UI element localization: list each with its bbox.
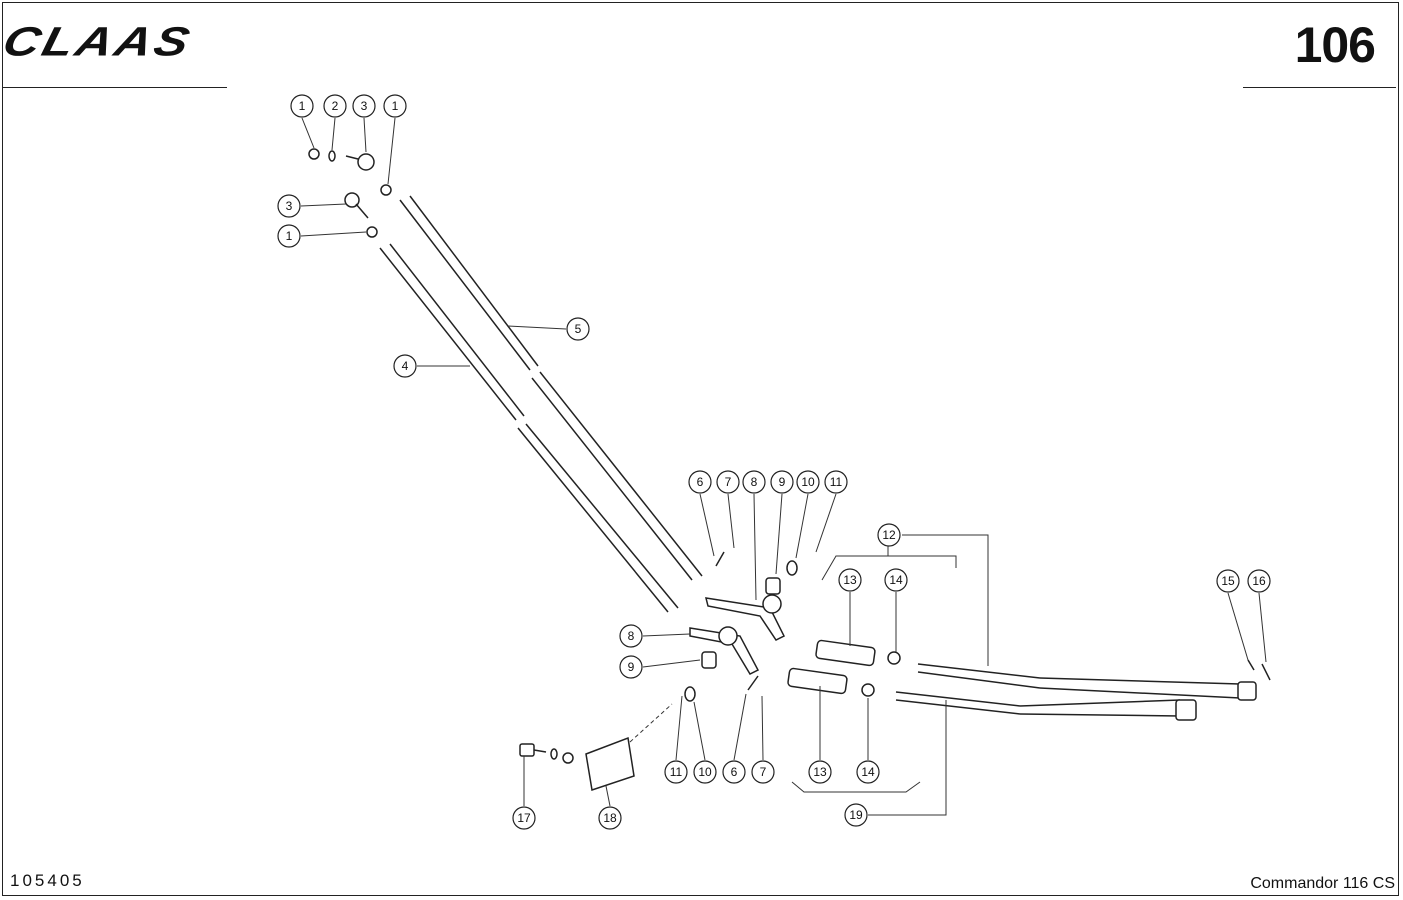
callout: 2	[323, 94, 347, 118]
svg-text:1: 1	[392, 99, 399, 113]
callout: 7	[716, 470, 740, 494]
callout: 12	[877, 523, 901, 547]
sleeve-part	[787, 667, 848, 695]
lever-bracket-part	[689, 626, 760, 675]
bushing-part	[701, 651, 717, 669]
callout: 1	[290, 94, 314, 118]
callout: 18	[598, 806, 622, 830]
tie-rod-lower	[895, 691, 1197, 721]
washer-part	[328, 150, 336, 162]
callout: 14	[884, 568, 908, 592]
svg-text:9: 9	[628, 660, 635, 674]
svg-text:2: 2	[332, 99, 339, 113]
callout: 7	[751, 760, 775, 784]
svg-text:14: 14	[861, 765, 875, 779]
callout: 19	[844, 803, 868, 827]
callout: 6	[722, 760, 746, 784]
svg-text:16: 16	[1252, 574, 1266, 588]
svg-text:7: 7	[725, 475, 732, 489]
svg-text:13: 13	[843, 573, 857, 587]
callout: 17	[512, 806, 536, 830]
callout: 8	[742, 470, 766, 494]
nut-part	[308, 148, 320, 160]
svg-text:13: 13	[813, 765, 827, 779]
document-number: 105405	[10, 871, 85, 890]
svg-text:10: 10	[801, 475, 815, 489]
sleeve-part	[815, 639, 876, 667]
svg-text:10: 10	[698, 765, 712, 779]
header-rule-right	[1243, 87, 1396, 88]
svg-text:12: 12	[882, 528, 896, 542]
callout: 11	[664, 760, 688, 784]
svg-text:3: 3	[361, 99, 368, 113]
leader-lines	[300, 117, 1267, 816]
callout: 10	[796, 470, 820, 494]
washer-part	[786, 560, 798, 576]
tie-rod-upper	[917, 663, 1257, 701]
svg-text:11: 11	[670, 765, 683, 779]
svg-text:1: 1	[299, 99, 306, 113]
svg-text:1: 1	[286, 229, 293, 243]
svg-text:11: 11	[830, 475, 843, 489]
svg-text:15: 15	[1221, 574, 1235, 588]
svg-text:5: 5	[575, 322, 582, 336]
svg-text:9: 9	[779, 475, 786, 489]
svg-text:3: 3	[286, 199, 293, 213]
callout: 13	[808, 760, 832, 784]
callout: 11	[824, 470, 848, 494]
callout: 3	[352, 94, 376, 118]
callout: 13	[838, 568, 862, 592]
callout: 10	[693, 760, 717, 784]
bolt-part	[519, 743, 547, 757]
svg-text:19: 19	[849, 808, 863, 822]
svg-text:8: 8	[628, 629, 635, 643]
ball-joint-part	[345, 153, 375, 171]
callout: 9	[770, 470, 794, 494]
rod-lower	[379, 243, 679, 613]
bushing-part	[765, 577, 781, 595]
header-rule-left	[2, 87, 227, 88]
lever-bracket-part	[704, 594, 786, 641]
bolt-part	[747, 675, 759, 691]
ball-joint-part	[344, 192, 369, 219]
svg-text:6: 6	[697, 475, 704, 489]
svg-text:8: 8	[751, 475, 758, 489]
washer-part	[684, 686, 696, 702]
callout: 1	[383, 94, 407, 118]
svg-text:4: 4	[402, 359, 409, 373]
bolt-part	[715, 551, 725, 567]
svg-text:6: 6	[731, 765, 738, 779]
nut-part	[380, 184, 392, 196]
callout: 15	[1216, 569, 1240, 593]
pin-part	[1261, 663, 1271, 681]
nut-part	[366, 226, 378, 238]
nut-part	[861, 683, 875, 697]
callout: 3	[277, 194, 301, 218]
callout: 16	[1247, 569, 1271, 593]
model-name: Commandor 116 CS	[1250, 875, 1395, 892]
clip-part	[1247, 659, 1255, 671]
washer-part	[550, 748, 558, 760]
nut-part	[562, 752, 574, 764]
svg-text:7: 7	[760, 765, 767, 779]
callout: 4	[393, 354, 417, 378]
callout: 8	[619, 624, 643, 648]
callout: 5	[566, 317, 590, 341]
callout: 1	[277, 224, 301, 248]
callout: 6	[688, 470, 712, 494]
svg-text:18: 18	[603, 811, 617, 825]
callout: 14	[856, 760, 880, 784]
svg-text:17: 17	[517, 811, 531, 825]
nut-part	[887, 651, 901, 665]
bracket-plate-part	[585, 736, 635, 791]
page-number: 106	[1294, 17, 1376, 73]
rod-upper	[399, 195, 703, 581]
callout: 9	[619, 655, 643, 679]
svg-text:14: 14	[889, 573, 903, 587]
